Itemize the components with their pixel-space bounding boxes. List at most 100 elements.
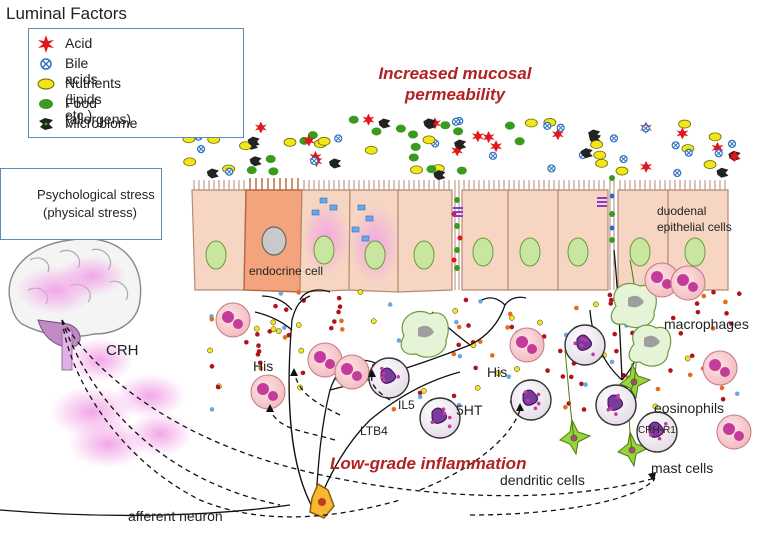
eosinophil <box>670 265 706 301</box>
mediator-dot <box>593 301 599 308</box>
mediator-dot <box>209 407 215 412</box>
eosinophil <box>215 302 251 338</box>
nutrient-particle <box>708 132 722 142</box>
nutrient-particle <box>590 140 603 149</box>
mediator-dot <box>557 348 563 354</box>
tight-junction-gap <box>451 175 615 290</box>
endocrine-villi <box>249 178 299 190</box>
eosinophil <box>716 414 752 450</box>
mediator-dot <box>273 303 278 309</box>
food-particle <box>456 166 467 175</box>
mediator-dot <box>417 394 423 400</box>
acid-particle <box>471 130 484 143</box>
mediator-dot <box>729 321 734 327</box>
mediator-dot <box>463 297 469 303</box>
nutrient-particle <box>678 119 692 129</box>
mediator-dot <box>387 302 393 307</box>
inflammation-title: Low-grade inflammation <box>330 454 527 473</box>
mediator-dot <box>652 403 659 410</box>
mediator-dot <box>270 326 277 333</box>
mediator-dot <box>370 318 377 324</box>
green-ellipse-icon <box>39 99 53 109</box>
permeability-title-line2: permeability <box>404 85 506 104</box>
legend-label: Food (allergens) <box>65 95 132 127</box>
microbe-particle <box>249 156 262 167</box>
dendritic-cells-label: dendritic cells <box>500 472 585 488</box>
food-particle <box>410 142 421 151</box>
acid-particle <box>551 128 564 141</box>
mediator-dot <box>296 290 301 295</box>
mediator-dot <box>719 385 725 391</box>
bile-acid-particle <box>727 139 737 148</box>
bile-acid-particle <box>673 168 682 178</box>
bile-acid-particle <box>619 154 628 164</box>
mediator-dot <box>711 289 716 295</box>
nutrient-particle <box>410 165 423 175</box>
microbe-particle <box>206 168 219 179</box>
microbe-particle <box>378 118 391 129</box>
mediator-dot <box>537 319 543 326</box>
endocrine-cell-label: endocrine cell <box>249 264 324 278</box>
microbe-particle <box>247 136 260 147</box>
mediator-dot <box>391 406 397 412</box>
food-particle <box>453 127 464 136</box>
mediator-dot <box>256 343 261 348</box>
mast-cells-label: mast cells <box>651 460 714 476</box>
mediator-dot <box>655 386 661 392</box>
mediator-dot <box>278 291 284 296</box>
mediator-dot <box>509 324 515 330</box>
mediator-dot <box>507 311 513 317</box>
acid-particle <box>428 117 441 130</box>
food-particle <box>514 137 525 146</box>
mast-cell <box>595 384 637 426</box>
mediator-dot <box>253 325 260 332</box>
nutrient-particle <box>317 136 331 146</box>
microbe-particle <box>329 158 342 169</box>
bile-acid-particle <box>196 145 206 154</box>
mediator-dot <box>736 291 742 297</box>
mediator-dot <box>670 315 676 321</box>
mediator-dot <box>607 292 613 298</box>
bile-acid-particle <box>641 124 650 133</box>
mediator-dot <box>545 368 550 373</box>
mediator-dot <box>270 319 276 326</box>
mediator-dot <box>396 338 402 343</box>
mediator-dot <box>574 305 579 311</box>
mediator-dot <box>478 299 483 304</box>
nutrient-particle <box>364 145 378 155</box>
microvilli <box>193 180 726 190</box>
mast-cell <box>510 379 552 421</box>
mediator-dot <box>678 331 684 336</box>
food-particle <box>426 165 437 174</box>
mast-cell <box>368 357 410 399</box>
duodenal-label-line1: duodenal <box>657 204 707 218</box>
pathway-arrows <box>61 319 656 518</box>
mediator-dot <box>457 353 463 359</box>
il5-label: IL5 <box>398 398 415 412</box>
mediator-dot <box>209 316 215 322</box>
mediator-dot <box>255 332 260 337</box>
mediator-dot <box>612 331 618 337</box>
acid-particle <box>482 131 495 144</box>
food-particle <box>371 127 382 136</box>
mediator-dot <box>495 370 501 377</box>
eosinophil <box>334 354 370 390</box>
mediator-dot <box>579 381 584 387</box>
acid-particle <box>302 134 315 147</box>
microbe-particle <box>580 148 593 159</box>
mediator-dot <box>560 374 566 379</box>
mediator-dot <box>336 295 342 301</box>
stress-line2: (physical stress) <box>43 205 137 220</box>
microbe-particle <box>433 170 446 181</box>
mediator-dot <box>215 384 221 390</box>
mediator-dot <box>695 309 701 315</box>
stress-box: Psychological stress (physical stress) <box>0 168 162 240</box>
bile-acid-particle <box>609 134 619 143</box>
mediator-dot <box>336 309 341 315</box>
nutrient-particle <box>524 118 538 128</box>
mediator-dot <box>720 396 726 402</box>
mediator-dot <box>283 307 289 312</box>
nutrient-particle <box>615 166 629 176</box>
bile-acid-particle <box>310 156 319 166</box>
